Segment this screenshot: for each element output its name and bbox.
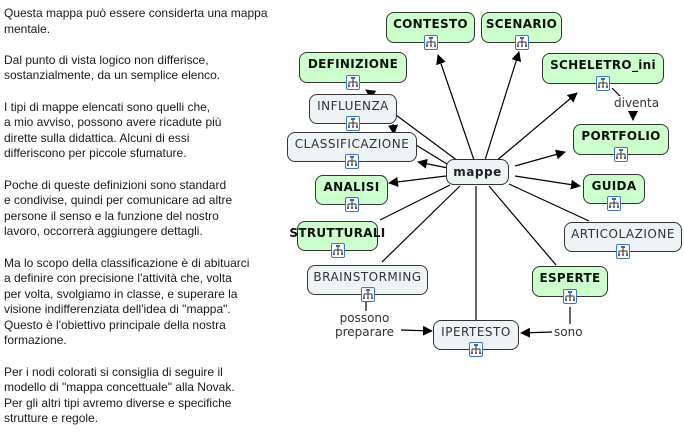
submap-icon[interactable] (607, 196, 621, 211)
node-articolazione[interactable]: ARTICOLAZIONE (564, 222, 682, 259)
node-strutturali[interactable]: STRUTTURALI (289, 221, 385, 258)
node-label: IPERTESTO (441, 324, 511, 339)
node-label: BRAINSTORMING (313, 269, 422, 284)
node-label: CLASSIFICAZIONE (294, 136, 410, 151)
submap-icon[interactable] (423, 35, 438, 50)
node-label: SCHELETRO_ini (550, 58, 656, 72)
node-mappe-center[interactable]: mappe (446, 159, 509, 185)
paragraph: Questa mappa può essere considerta una m… (4, 6, 268, 36)
submap-icon[interactable] (514, 35, 529, 50)
node-contesto[interactable]: CONTESTO (386, 12, 475, 50)
link-mappe-brainstorming (381, 185, 461, 263)
submap-icon[interactable] (345, 154, 359, 169)
submap-icon[interactable] (469, 342, 483, 357)
node-label: STRUTTURALI (289, 225, 386, 240)
node-label: CONTESTO (393, 17, 468, 31)
link-mappe-articolazione (508, 183, 590, 222)
paragraph: Ma lo scopo della classificazione è di a… (4, 255, 250, 348)
paragraph: Dal punto di vista logico non differisce… (4, 52, 221, 83)
link-mappe-classificazione-arrow (417, 158, 449, 169)
submap-icon[interactable] (616, 244, 630, 259)
link-mappe-strutturali (379, 184, 451, 221)
link-scheletro-diventa (611, 87, 621, 97)
link-sono-ipertesto (520, 327, 553, 338)
submap-icon[interactable] (596, 76, 610, 91)
link-mappe-portfolio (514, 149, 566, 167)
node-ipertesto[interactable]: IPERTESTO (433, 320, 519, 357)
link-mappe-scheletro (494, 92, 578, 163)
node-analisi[interactable]: ANALISI (315, 175, 388, 212)
link-mappe-influenza (395, 114, 463, 165)
link-possono-ipertesto (400, 325, 433, 336)
node-label: ANALISI (323, 179, 380, 194)
node-label: ARTICOLAZIONE (571, 226, 675, 241)
node-label: ESPERTE (539, 271, 601, 285)
node-label: mappe (453, 165, 502, 179)
link-mappe-analisi (388, 175, 447, 187)
node-guida[interactable]: GUIDA (583, 174, 645, 211)
link-label-possono-preparare: possono preparare (335, 311, 394, 339)
node-scheletro-ini[interactable]: SCHELETRO_ini (542, 53, 664, 91)
node-scenario[interactable]: SCENARIO (481, 12, 562, 50)
node-label: PORTFOLIO (581, 129, 661, 143)
paragraph: Poche di queste definizioni sono standar… (4, 177, 233, 239)
node-label: SCENARIO (485, 17, 558, 31)
node-esperte[interactable]: ESPERTE (532, 266, 608, 304)
link-label-sono: sono (554, 325, 583, 339)
link-label-diventa: diventa (614, 96, 660, 110)
link-mappe-guida (514, 175, 581, 190)
node-classificazione[interactable]: CLASSIFICAZIONE (287, 132, 417, 169)
node-brainstorming[interactable]: BRAINSTORMING (307, 265, 428, 302)
explanation-text: Questa mappa può essere considerta una m… (4, 6, 289, 443)
paragraph: Per i nodi colorati si consiglia di segu… (4, 364, 235, 426)
paragraph: I tipi di mappe elencati sono quelli che… (4, 99, 222, 161)
submap-icon[interactable] (346, 75, 360, 90)
node-label: DEFINIZIONE (307, 57, 399, 71)
submap-icon[interactable] (563, 289, 577, 304)
submap-icon[interactable] (360, 287, 375, 302)
node-label: INFLUENZA (317, 98, 389, 113)
node-label: GUIDA (591, 178, 637, 193)
submap-icon[interactable] (346, 116, 360, 131)
connection-lines (365, 51, 638, 338)
node-definizione[interactable]: DEFINIZIONE (299, 52, 407, 90)
node-influenza[interactable]: INFLUENZA (309, 94, 397, 131)
node-portfolio[interactable]: PORTFOLIO (573, 124, 669, 162)
link-mappe-scenario (484, 51, 522, 161)
submap-icon[interactable] (614, 147, 628, 162)
submap-icon[interactable] (344, 197, 359, 212)
link-mappe-classificazione (415, 144, 448, 165)
link-mappe-esperte (488, 185, 557, 266)
link-mappe-contesto (436, 54, 475, 161)
submap-icon[interactable] (330, 243, 345, 258)
